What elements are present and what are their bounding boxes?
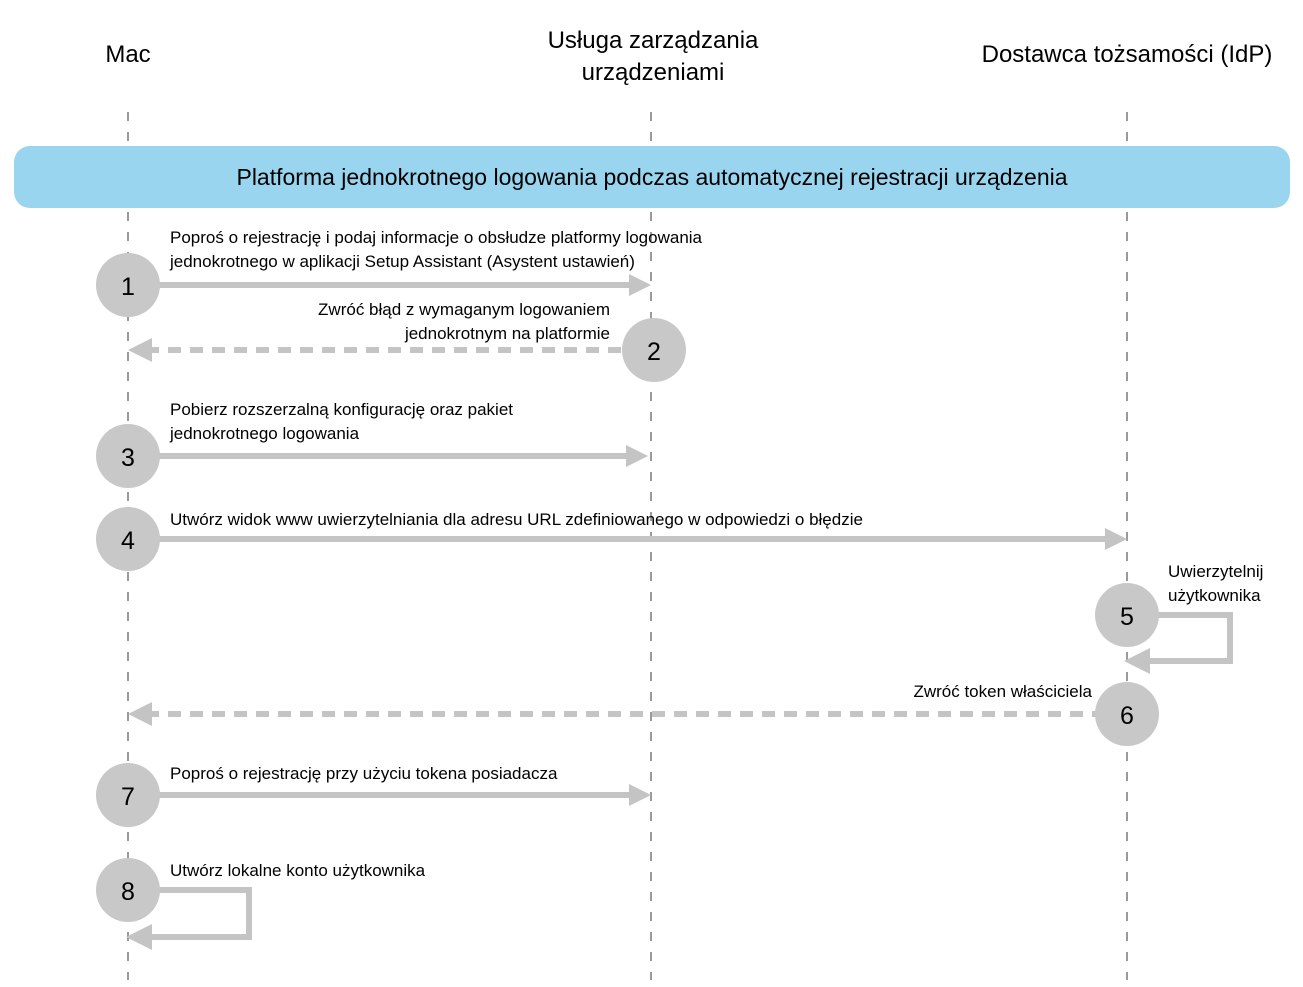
step-4: Utwórz widok www uwierzytelniania dla ad…	[96, 507, 1127, 571]
step-2-badge	[622, 318, 686, 382]
step-4-arrow-head	[1105, 528, 1127, 550]
title-banner	[14, 146, 1290, 208]
step-3-arrow-head	[626, 445, 648, 467]
step-5: Uwierzytelnij użytkownika 5	[1095, 562, 1263, 674]
step-1-number: 1	[121, 273, 135, 301]
step-3-label-line1: Pobierz rozszerzalną konfigurację oraz p…	[170, 400, 513, 419]
step-4-badge	[96, 507, 160, 571]
step-2-label-line1: Zwróć błąd z wymaganym logowaniem	[318, 300, 610, 319]
step-8-badge	[96, 858, 160, 922]
step-7-badge	[96, 763, 160, 827]
step-8: Utwórz lokalne konto użytkownika 8	[96, 858, 426, 950]
step-2: Zwróć błąd z wymaganym logowaniem jednok…	[128, 300, 686, 382]
actor-label-mdm-line1: Usługa zarządzania	[548, 27, 759, 54]
step-5-number: 5	[1120, 603, 1134, 631]
step-2-arrow-head	[128, 338, 152, 362]
step-8-label-line1: Utwórz lokalne konto użytkownika	[170, 861, 426, 880]
step-5-label-line2: użytkownika	[1168, 586, 1261, 605]
step-1-arrow-head	[629, 274, 651, 296]
step-5-badge	[1095, 583, 1159, 647]
step-6-number: 6	[1120, 702, 1134, 730]
step-1-label-line2: jednokrotnego w aplikacji Setup Assistan…	[169, 252, 635, 271]
step-8-number: 8	[121, 878, 135, 906]
step-5-label-line1: Uwierzytelnij	[1168, 562, 1263, 581]
actor-label-mac: Mac	[105, 41, 150, 68]
step-1: Poproś o rejestrację i podaj informacje …	[96, 228, 703, 317]
step-6: Zwróć token właściciela 6	[128, 682, 1159, 746]
title-banner-label: Platforma jednokrotnego logowania podcza…	[236, 164, 1067, 190]
step-4-label-line1: Utwórz widok www uwierzytelniania dla ad…	[170, 510, 863, 529]
step-6-label-line1: Zwróć token właściciela	[913, 682, 1092, 701]
step-7-number: 7	[121, 783, 135, 811]
step-7-label-line1: Poproś o rejestrację przy użyciu tokena …	[170, 764, 558, 783]
step-3-number: 3	[121, 444, 135, 472]
step-7-arrow-head	[629, 784, 651, 806]
step-6-arrow-head	[128, 702, 152, 726]
step-5-loop-path	[1150, 612, 1233, 664]
actor-label-mdm-line2: urządzeniami	[582, 59, 725, 86]
step-1-label-line1: Poproś o rejestrację i podaj informacje …	[170, 228, 703, 247]
step-4-number: 4	[121, 527, 135, 555]
actor-label-idp: Dostawca tożsamości (IdP)	[982, 41, 1273, 68]
step-2-number: 2	[647, 338, 661, 366]
step-3: Pobierz rozszerzalną konfigurację oraz p…	[96, 400, 648, 488]
step-1-badge	[96, 253, 160, 317]
step-8-arrow-head	[126, 924, 152, 950]
step-8-loop-path	[151, 887, 252, 940]
step-5-arrow-head	[1124, 648, 1150, 674]
step-6-badge	[1095, 682, 1159, 746]
step-7: Poproś o rejestrację przy użyciu tokena …	[96, 763, 651, 827]
step-2-label-line2: jednokrotnym na platformie	[404, 324, 610, 343]
step-3-label-line2: jednokrotnego logowania	[169, 424, 360, 443]
step-3-badge	[96, 424, 160, 488]
